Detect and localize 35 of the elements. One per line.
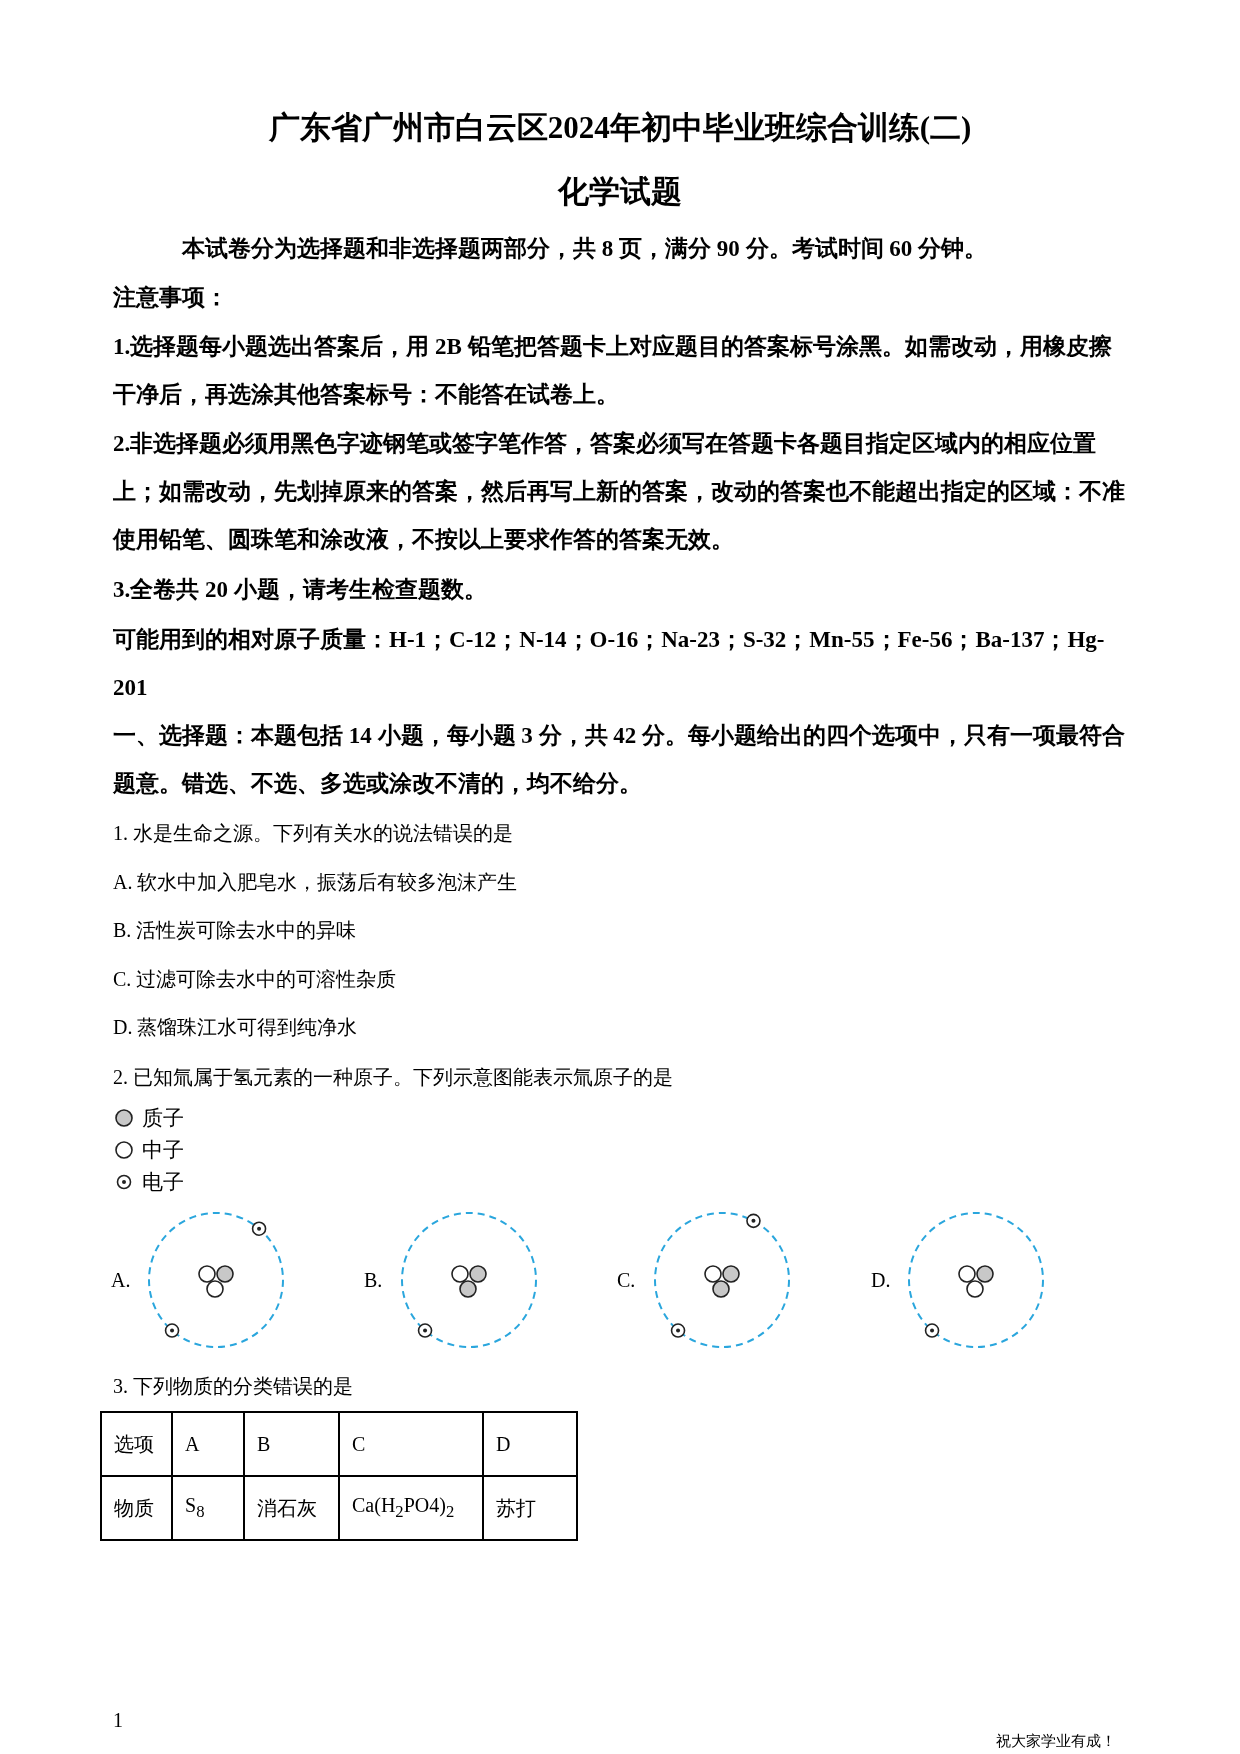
page-title: 广东省广州市白云区2024年初中毕业班综合训练(二) [267,109,973,147]
table-cell: C [339,1412,483,1476]
legend-label: 中子 [142,1137,184,1164]
table-cell: 消石灰 [244,1476,339,1540]
subject-heading: 化学试题 [556,173,683,211]
answer-option: D. 蒸馏珠江水可得到纯净水 [113,1012,1129,1042]
table-cell: B [244,1412,339,1476]
exam-info-text: 本试卷分为选择题和非选择题两部分，共 8 页，满分 90 分。考试时间 60 分钟。 [182,235,988,263]
instruction-text: 3.全卷共 20 小题，请考生检查题数。 [113,576,488,604]
question-text: 3. 下列物质的分类错误的是 [113,1374,354,1399]
table-cell: 选项 [101,1412,172,1476]
legend-label: 电子 [142,1169,184,1196]
option-letter: C. [617,1268,636,1293]
table-cell: Ca(H$_{2}$PO4)$_{2}$ [339,1476,483,1540]
table-cell: A [172,1412,244,1476]
option-letter: A. [111,1268,131,1293]
section-heading: 一、选择题：本题包括 14 小题，每小题 3 分，共 42 分。每小题给出的四个选项中，只有一项最符合题意。错选、不选、多选或涂改不清的，均不给分。 [113,722,1126,798]
legend-label: 质子 [142,1105,184,1132]
option-letter: D. [871,1268,891,1293]
option-letter: B. [364,1268,383,1293]
footer-text: 祝大家学业有成！ [996,1732,1116,1751]
question-text: 2. 已知氚属于氢元素的一种原子。下列示意图能表示氚原子的是 [113,1065,674,1090]
instruction-text: 1.选择题每小题选出答案后，用 2B 铅笔把答题卡上对应题目的答案标号涂黑。如需改动，用橡皮擦干净后，再选涂其他答案标号：不能答在试卷上。 [113,333,1113,409]
instruction-text: 2.非选择题必须用黑色字迹钢笔或签字笔作答，答案必须写在答题卡各题目指定区域内的相应位置上；如需改动，先划掉原来的答案，然后再写上新的答案，改动的答案也不能超出指定的区域：不准使用铅笔、圆珠笔和涂改液，不按以上要求作答的答案无效。 [113,430,1126,554]
atomic-mass-text: 可能用到的相对原子质量：H-1；C-12；N-14；O-16；Na-23；S-32；Mn-55；Fe-56；Ba-137；Hg-201 [113,626,1106,702]
answer-option: C. 过滤可除去水中的可溶性杂质 [113,964,1129,994]
table-cell: 物质 [101,1476,172,1540]
table-cell: 苏打 [483,1476,577,1540]
page-number: 1 [113,1708,124,1733]
section-heading: 注意事项： [113,284,229,312]
table-cell: S$_{8}$ [172,1476,244,1540]
question-text: 1. 水是生命之源。下列有关水的说法错误的是 [113,821,514,846]
answer-option: A. 软水中加入肥皂水，振荡后有较多泡沫产生 [113,867,1129,897]
table-cell: D [483,1412,577,1476]
answer-option: B. 活性炭可除去水中的异味 [113,915,1129,945]
